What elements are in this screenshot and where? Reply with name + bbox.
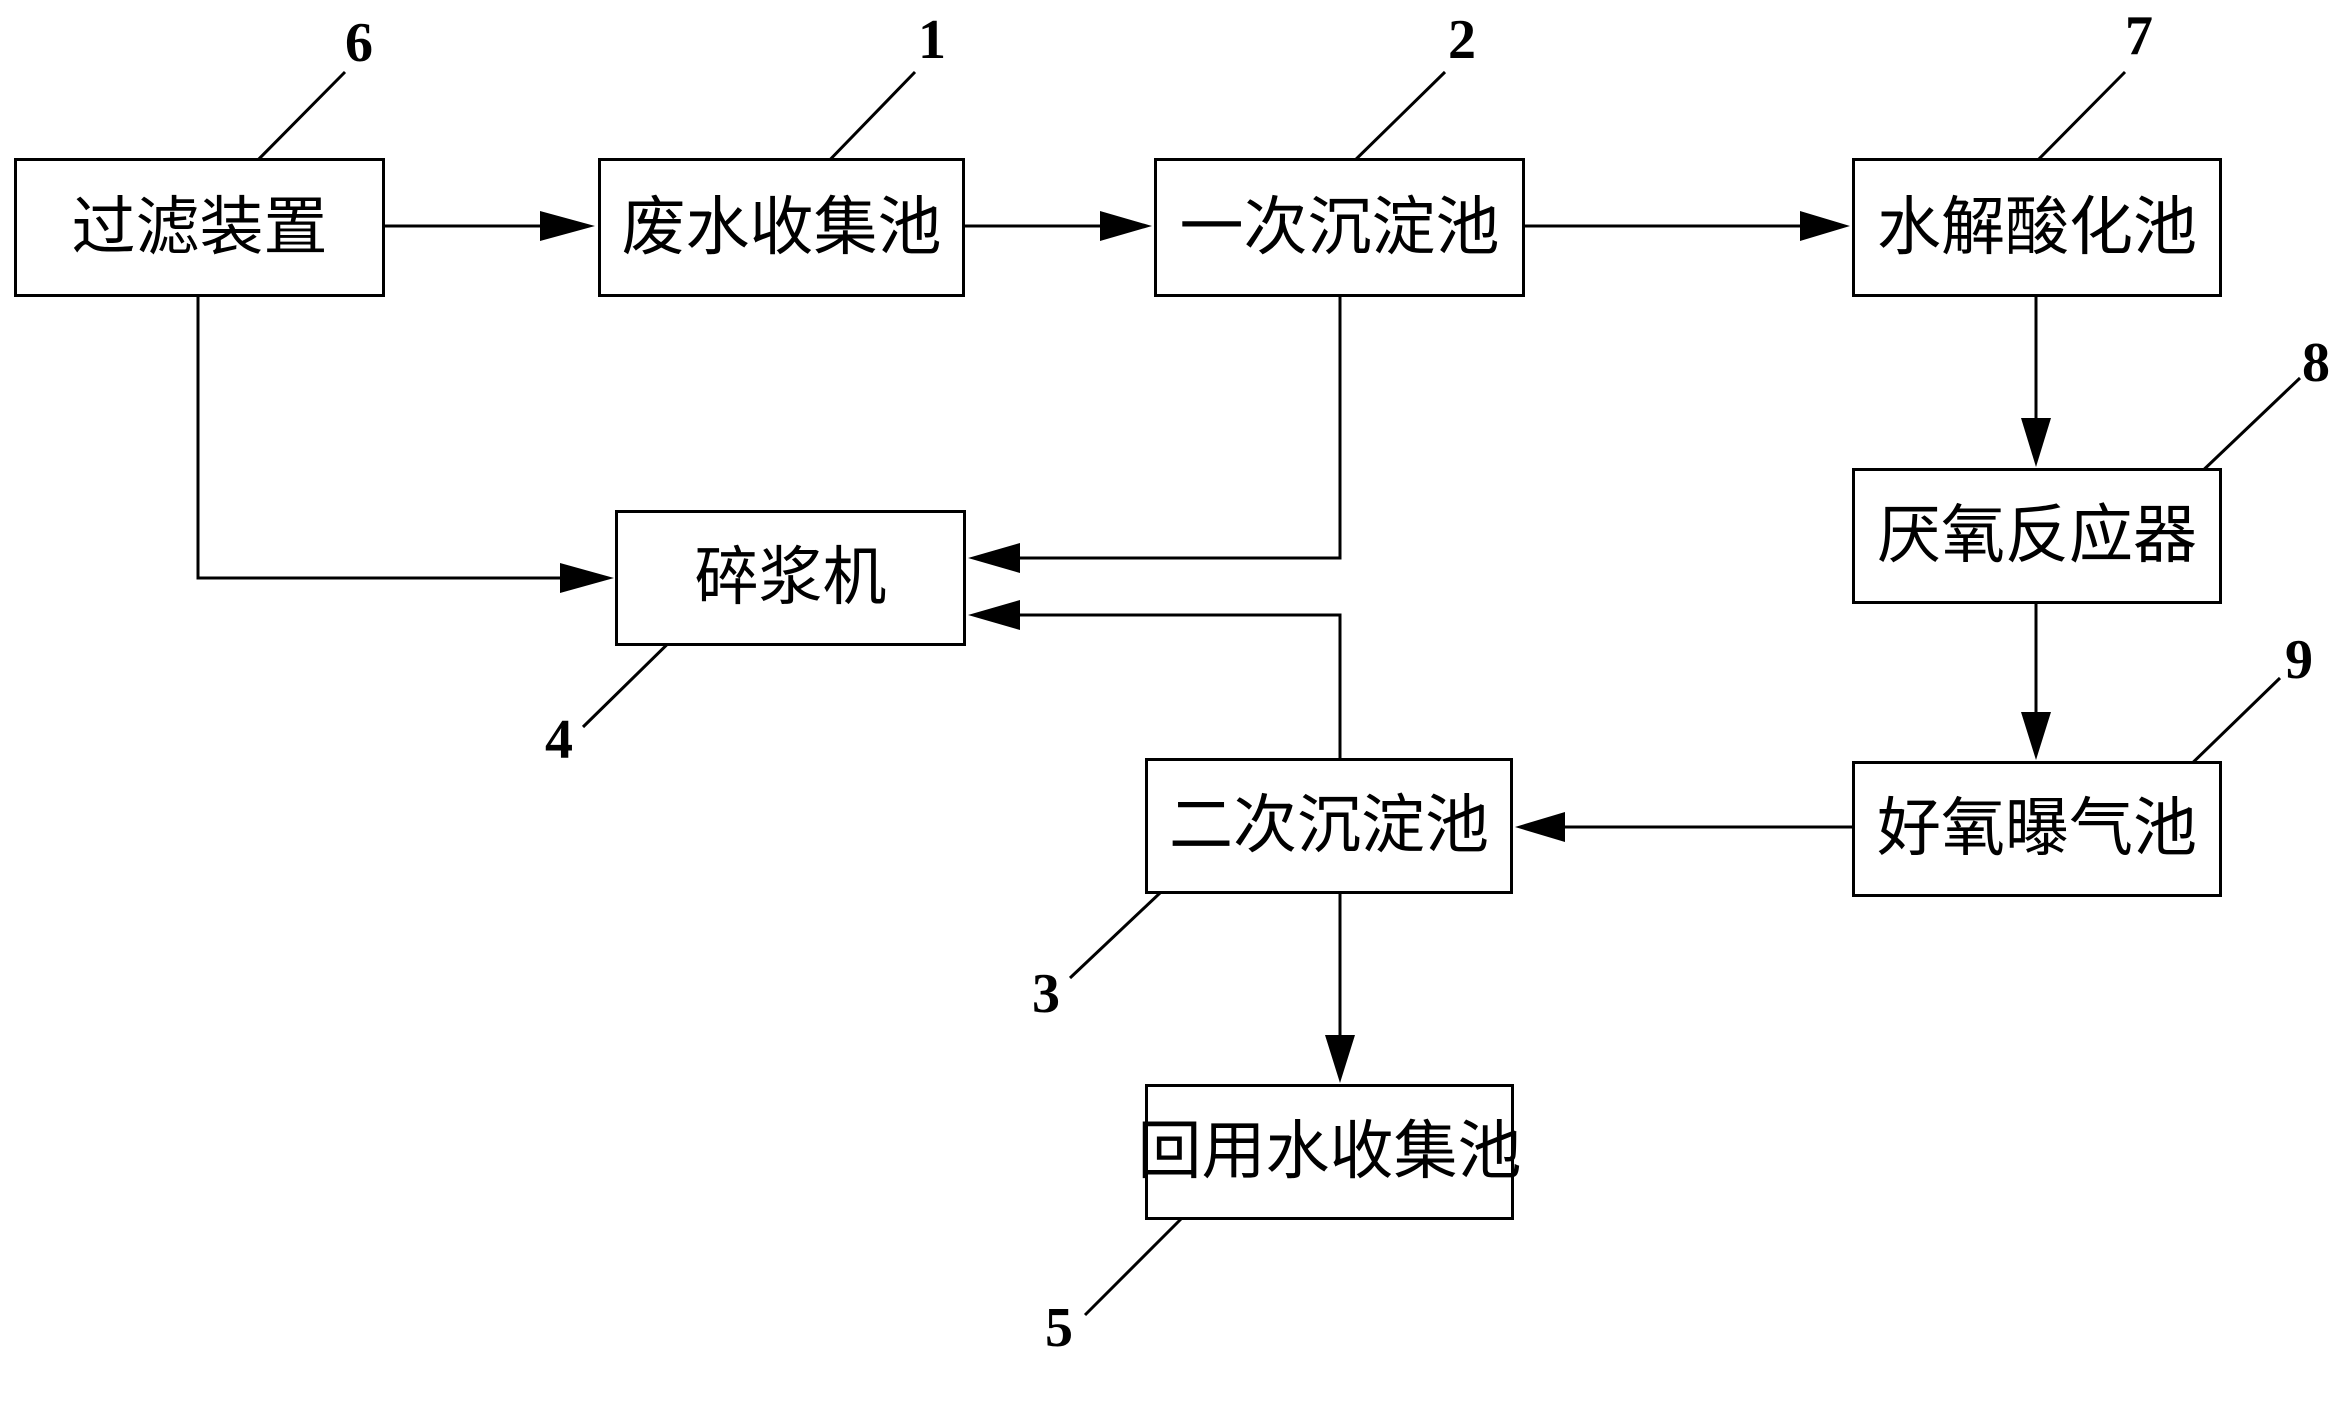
- leader-line-anaerobic: [2193, 376, 2302, 480]
- leader-line-hydrolysis: [2026, 70, 2127, 172]
- arrowhead-secondary-to-reuse: [1325, 1035, 1355, 1083]
- leader-line-filter: [246, 70, 347, 172]
- filter-device-label: 过滤装置: [71, 190, 328, 265]
- wastewater-collection-tank-box: 废水收集池: [598, 158, 965, 297]
- reuse-water-collection-tank-label: 回用水收集池: [1137, 1115, 1522, 1189]
- anaerobic-reactor-label: 厌氧反应器: [1877, 499, 2197, 573]
- pulper-label: 碎浆机: [694, 541, 887, 615]
- arrowhead-primary-to-hydrolysis: [1800, 211, 1850, 241]
- ref-number-7: 7: [2125, 5, 2153, 67]
- filter-device-box: 过滤装置: [14, 158, 385, 297]
- arrowhead-hydrolysis-to-anaerobic: [2021, 418, 2051, 467]
- arrow-primary-to-pulper: [1020, 297, 1342, 560]
- arrowhead-aerobic-to-secondary: [1515, 812, 1565, 842]
- primary-sedimentation-tank-label: 一次沉淀池: [1179, 190, 1500, 265]
- leader-line-collect: [818, 70, 917, 172]
- ref-number-3: 3: [1032, 963, 1060, 1025]
- arrowhead-filter-to-collect: [540, 211, 595, 241]
- wastewater-collection-tank-label: 废水收集池: [621, 190, 942, 265]
- ref-number-2: 2: [1448, 9, 1476, 71]
- ref-number-1: 1: [918, 9, 946, 71]
- arrowhead-collect-to-primary: [1100, 211, 1152, 241]
- arrowhead-filter-to-pulper: [560, 563, 614, 593]
- secondary-sedimentation-tank-box: 二次沉淀池: [1145, 758, 1513, 894]
- secondary-sedimentation-tank-label: 二次沉淀池: [1169, 789, 1489, 863]
- primary-sedimentation-tank-box: 一次沉淀池: [1154, 158, 1525, 297]
- pulper-box: 碎浆机: [615, 510, 966, 646]
- leader-line-reuse: [1083, 1208, 1192, 1317]
- anaerobic-reactor-box: 厌氧反应器: [1852, 468, 2222, 604]
- arrow-secondary-to-pulper: [1020, 613, 1342, 758]
- leader-line-primary: [1343, 70, 1447, 172]
- ref-number-4: 4: [545, 709, 573, 771]
- arrow-filter-to-pulper: [196, 297, 560, 580]
- arrowhead-secondary-to-pulper: [968, 600, 1020, 630]
- hydrolysis-acidification-tank-label: 水解酸化池: [1877, 190, 2197, 265]
- ref-number-8: 8: [2302, 332, 2330, 394]
- hydrolysis-acidification-tank-box: 水解酸化池: [1852, 158, 2222, 297]
- ref-number-5: 5: [1045, 1297, 1073, 1359]
- leader-line-aerobic: [2178, 676, 2282, 777]
- aerobic-aeration-tank-label: 好氧曝气池: [1877, 792, 2197, 866]
- ref-number-6: 6: [345, 12, 373, 74]
- ref-number-9: 9: [2285, 629, 2313, 691]
- arrowhead-primary-to-pulper: [968, 543, 1020, 573]
- arrowhead-anaerobic-to-aerobic: [2021, 712, 2051, 760]
- reuse-water-collection-tank-box: 回用水收集池: [1138, 1084, 1522, 1220]
- aerobic-aeration-tank-box: 好氧曝气池: [1852, 761, 2222, 897]
